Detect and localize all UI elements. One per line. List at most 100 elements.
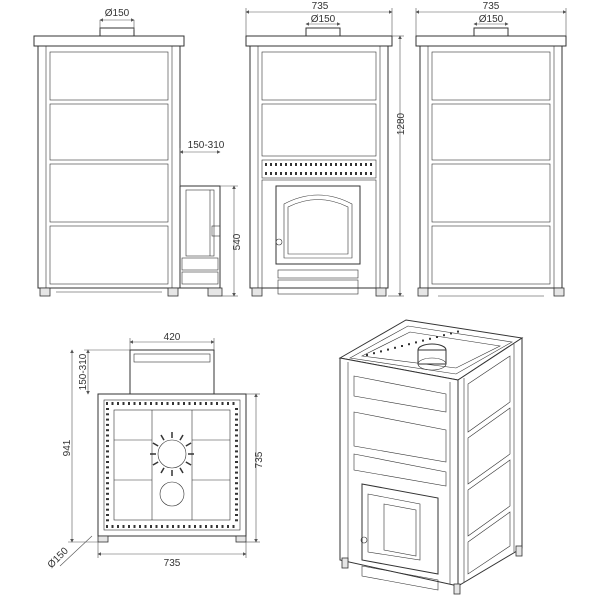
panel	[49, 225, 169, 285]
vent-hole	[106, 508, 109, 511]
vent-hole	[355, 172, 357, 175]
vent-hole	[415, 341, 417, 344]
vent-hole	[330, 163, 332, 166]
vent-hole	[177, 402, 180, 405]
vent-hole	[106, 476, 109, 479]
dim-tunnel-length: 150-310	[188, 140, 225, 151]
vent-hole	[106, 492, 109, 495]
vent-hole	[161, 525, 163, 528]
flue-ray	[185, 442, 192, 447]
vent-hole	[235, 498, 238, 501]
vent-hole	[133, 525, 136, 528]
vent-hole	[106, 461, 109, 463]
stove-body	[37, 45, 181, 289]
vent-hole	[360, 172, 362, 175]
vent-hole	[235, 423, 238, 426]
vent-band	[261, 159, 377, 179]
vent-hole	[335, 163, 337, 166]
vent-hole	[350, 172, 352, 175]
vent-hole	[106, 413, 109, 416]
vent-hole	[235, 519, 238, 522]
vent-hole	[315, 172, 317, 175]
panel	[261, 103, 377, 157]
vent-hole	[111, 525, 114, 528]
vent-hole	[235, 445, 238, 448]
flue-ray	[152, 442, 159, 447]
vent-hole	[305, 172, 307, 175]
vent-hole	[436, 336, 438, 338]
vent-hole	[235, 487, 238, 490]
vent-hole	[155, 525, 158, 528]
vent-hole	[161, 402, 163, 405]
vent-hole	[235, 429, 238, 432]
vent-hole	[106, 487, 109, 490]
dim-plan-side: 735	[254, 451, 265, 468]
vent-hole	[305, 163, 307, 166]
dim-plan-flue: Ø150	[46, 545, 71, 570]
dim-rear-width: 735	[483, 1, 500, 12]
vent-hole	[150, 402, 152, 405]
vent-hole	[340, 163, 342, 166]
vent-hole	[300, 172, 302, 175]
panel	[49, 103, 169, 161]
fire-door	[275, 185, 361, 265]
vent-hole	[235, 434, 238, 437]
fire-tunnel	[179, 185, 221, 289]
vent-hole	[350, 163, 352, 166]
vent-hole	[235, 439, 238, 442]
vent-hole	[210, 402, 213, 405]
vent-hole	[188, 402, 191, 405]
dim-plan-flue-width: 420	[164, 332, 181, 343]
vent-hole	[166, 525, 169, 528]
leg	[417, 287, 429, 297]
vent-hole	[210, 525, 213, 528]
plan-vent-holes	[106, 402, 238, 528]
vent-hole	[320, 172, 322, 175]
vent-hole	[106, 429, 109, 432]
panel	[431, 103, 551, 161]
panel	[49, 163, 169, 223]
vent-hole	[227, 525, 229, 528]
vent-hole	[285, 172, 287, 175]
vent-hole	[370, 172, 372, 175]
vent-hole	[366, 354, 368, 356]
vent-hole	[265, 163, 267, 166]
vent-hole	[310, 172, 312, 175]
plan-flue-rays	[150, 432, 194, 476]
leg	[453, 583, 461, 595]
vent-hole	[232, 402, 235, 405]
vent-hole	[216, 402, 218, 405]
leg	[167, 287, 179, 297]
flue-ray	[160, 434, 165, 441]
vent-hole	[235, 492, 238, 495]
vent-hole	[106, 519, 109, 522]
flue-ray	[152, 461, 159, 466]
dim-plan-bottom: 735	[164, 558, 181, 569]
vent-hole	[300, 163, 302, 166]
dim-rear-flue: Ø150	[479, 14, 504, 25]
vent-hole	[199, 402, 202, 405]
vent-hole	[216, 525, 218, 528]
vent-hole	[330, 172, 332, 175]
iso-door-glass	[367, 493, 421, 561]
dim-side-width: 735	[312, 1, 329, 12]
vent-hole	[221, 525, 224, 528]
vent-hole	[295, 163, 297, 166]
vent-hole	[106, 439, 109, 442]
panel	[431, 163, 551, 223]
vent-hole	[235, 418, 238, 421]
vent-hole	[139, 402, 141, 405]
vent-hole	[106, 482, 109, 485]
vent-hole	[106, 466, 109, 469]
vent-hole	[315, 163, 317, 166]
vent-hole	[106, 408, 109, 410]
flue-pipe	[305, 27, 341, 37]
vent-hole	[265, 172, 267, 175]
dim-front-flue: Ø150	[105, 8, 130, 19]
flue-ray	[160, 467, 165, 474]
vent-hole	[194, 402, 196, 405]
panel	[261, 51, 377, 101]
vent-hole	[450, 332, 452, 335]
vent-hole	[106, 402, 108, 405]
